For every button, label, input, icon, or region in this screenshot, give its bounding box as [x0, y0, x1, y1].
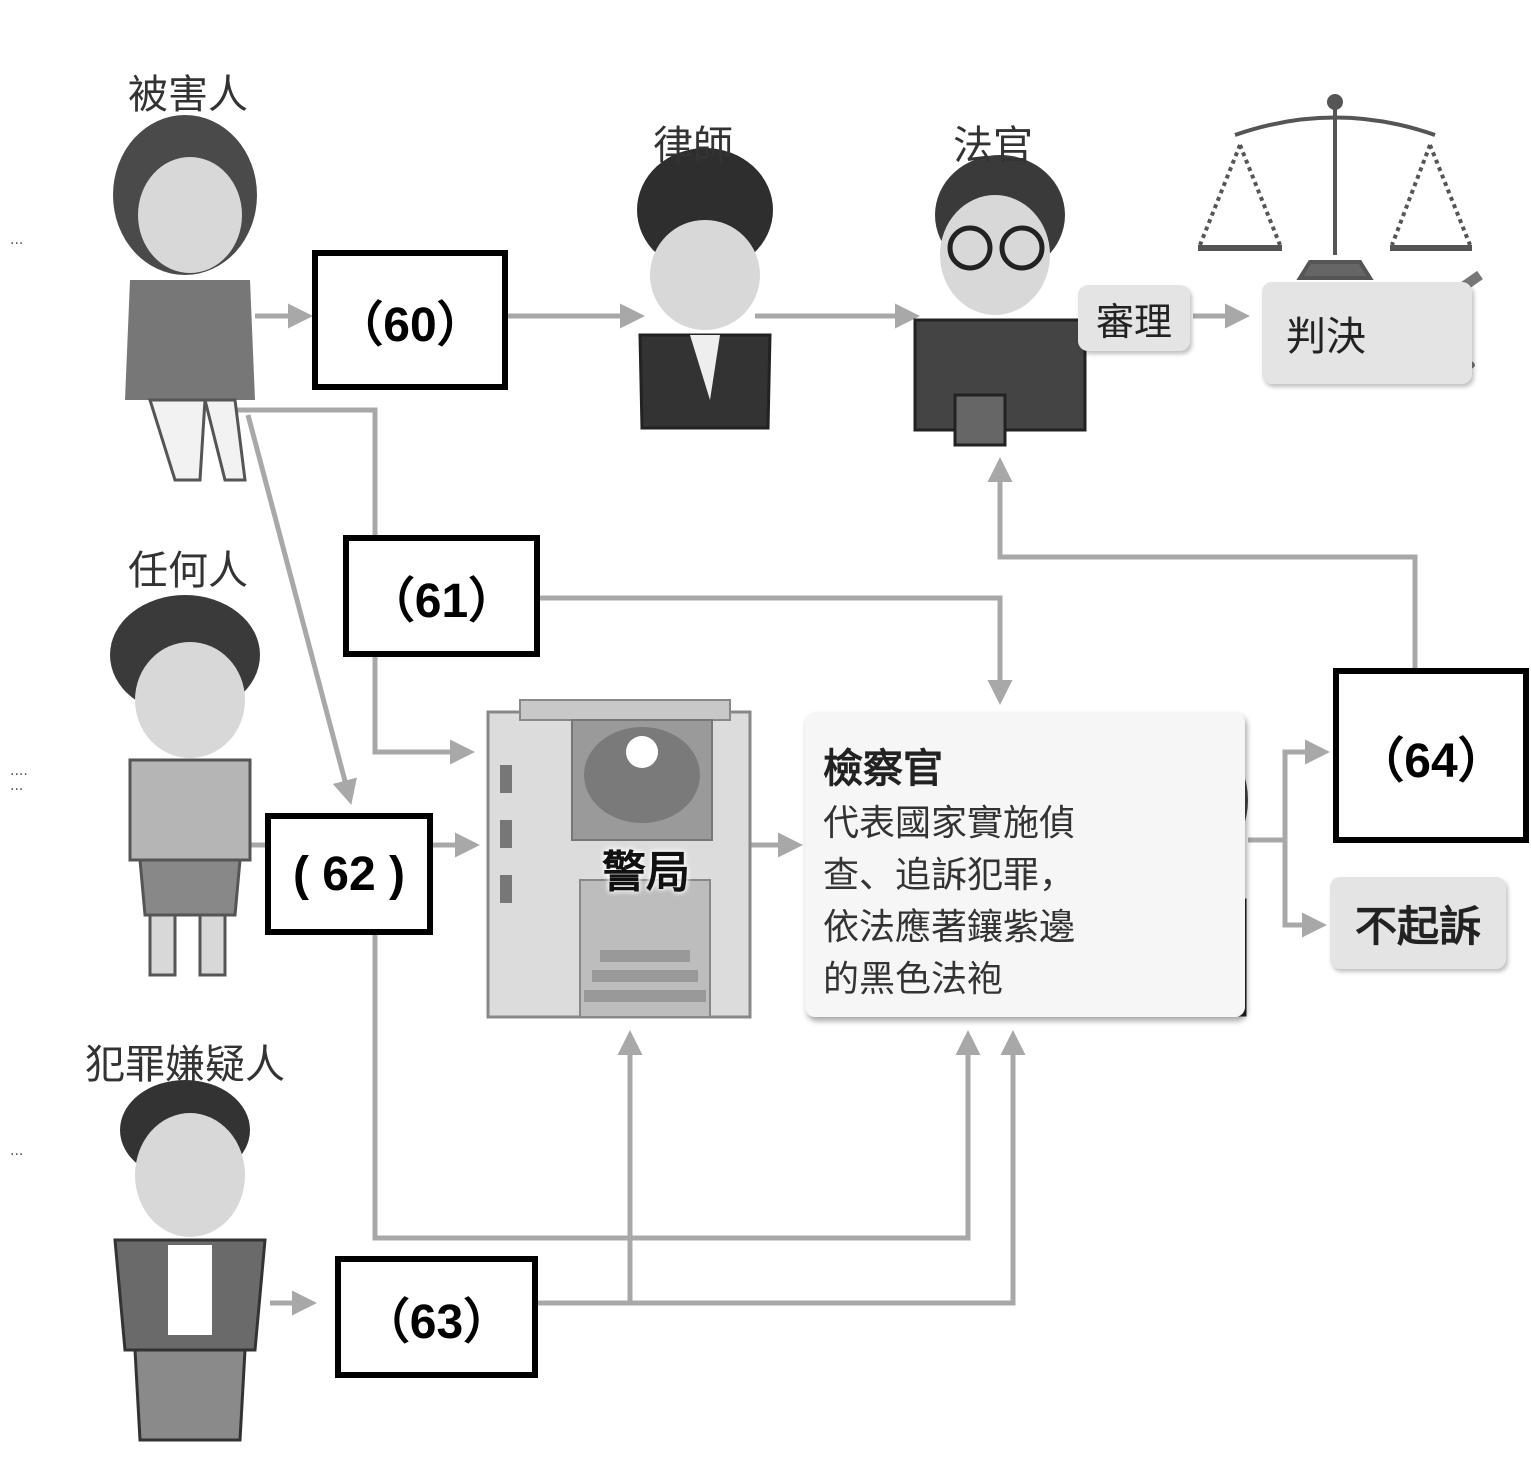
- answer-box-61: （61）: [343, 535, 540, 657]
- answer-box-60: （60）: [312, 250, 508, 390]
- police-label: 警局: [602, 847, 690, 898]
- victim-figure: [113, 115, 257, 482]
- police-building-icon: [486, 699, 752, 1019]
- answer-box-62: ( 62 ): [265, 813, 433, 935]
- arrow-62-to-prosecutor: [372, 935, 981, 1241]
- trial-chip: 審理: [1078, 285, 1190, 351]
- trial-label: 審理: [1095, 299, 1172, 344]
- judge-label: 法官: [953, 123, 1033, 169]
- anyone-label: 任何人: [128, 548, 248, 594]
- margin-mark-1: ...: [10, 232, 24, 248]
- scales-icon: [1198, 105, 1472, 280]
- answer-box-64: （64）: [1333, 668, 1529, 843]
- suspect-figure: [113, 1080, 267, 1442]
- margin-mark-3: ...: [10, 778, 24, 794]
- verdict-chip: 判決: [1262, 282, 1472, 384]
- prosecutor-title: 檢察官: [823, 746, 943, 792]
- prosecutor-description: 代表國家實施偵查、追訴犯罪，依法應著鑲紫邊的黑色法袍: [823, 803, 1076, 1000]
- lawyer-label: 律師: [653, 123, 733, 169]
- arrow-64-to-judge: [987, 457, 1418, 670]
- prosecutor-panel: 檢察官 代表國家實施偵查、追訴犯罪，依法應著鑲紫邊的黑色法袍: [805, 712, 1245, 1017]
- arrow-prosecutor-to-no-indictment: [1282, 840, 1327, 938]
- arrow-prosecutor-branch: [1248, 739, 1330, 843]
- arrow-61-to-prosecutor: [540, 595, 1013, 705]
- victim-label: 被害人: [128, 72, 248, 118]
- verdict-label: 判決: [1286, 314, 1366, 360]
- answer-box-63: （63）: [335, 1256, 538, 1378]
- anyone-figure: [110, 595, 260, 977]
- no-indictment-label: 不起訴: [1354, 901, 1481, 951]
- suspect-label: 犯罪嫌疑人: [85, 1042, 285, 1088]
- margin-mark-4: ...: [10, 1143, 24, 1159]
- arrow-63-to-prosecutor: [538, 1030, 1026, 1306]
- judge-figure: [913, 155, 1087, 447]
- arrow-victim-to-62: [245, 414, 357, 805]
- no-indictment-chip: 不起訴: [1330, 877, 1506, 969]
- lawyer-figure: [637, 148, 773, 430]
- margin-mark-2: ....: [10, 763, 28, 779]
